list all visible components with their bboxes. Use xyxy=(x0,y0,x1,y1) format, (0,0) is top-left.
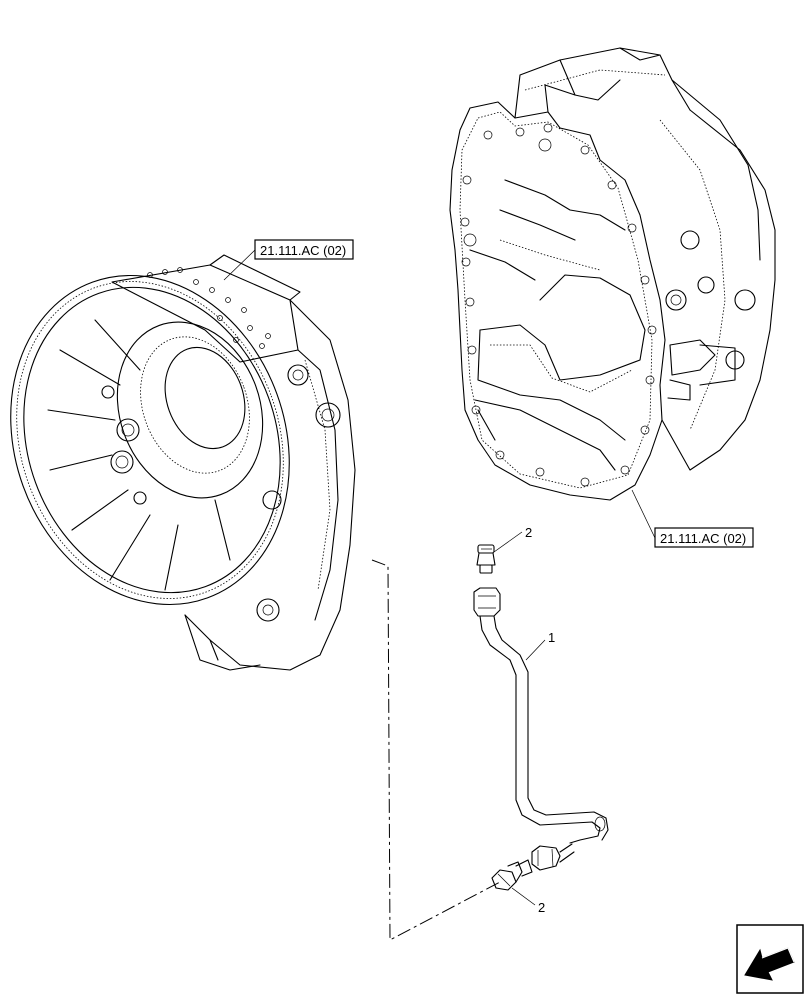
fitting-top xyxy=(476,544,496,574)
callout-fitting-bottom-label: 2 xyxy=(538,900,545,915)
fitting-bottom xyxy=(491,859,533,891)
pipe xyxy=(473,587,609,871)
right-housing-reference: 21.111.AC (02) xyxy=(631,489,754,548)
right-housing-ref-label: 21.111.AC (02) xyxy=(660,531,746,546)
assembly-centerline xyxy=(371,559,501,941)
callout-pipe-label: 1 xyxy=(548,630,555,645)
left-housing xyxy=(10,254,356,671)
right-housing xyxy=(449,47,776,501)
callout-fitting-top-label: 2 xyxy=(525,525,532,540)
callout-fitting-top: 2 xyxy=(493,525,532,553)
arrow-icon[interactable] xyxy=(736,924,804,994)
callout-pipe: 1 xyxy=(525,630,555,661)
left-housing-reference: 21.111.AC (02) xyxy=(223,239,354,281)
callout-fitting-bottom: 2 xyxy=(511,887,545,915)
left-housing-ref-label: 21.111.AC (02) xyxy=(260,243,346,258)
